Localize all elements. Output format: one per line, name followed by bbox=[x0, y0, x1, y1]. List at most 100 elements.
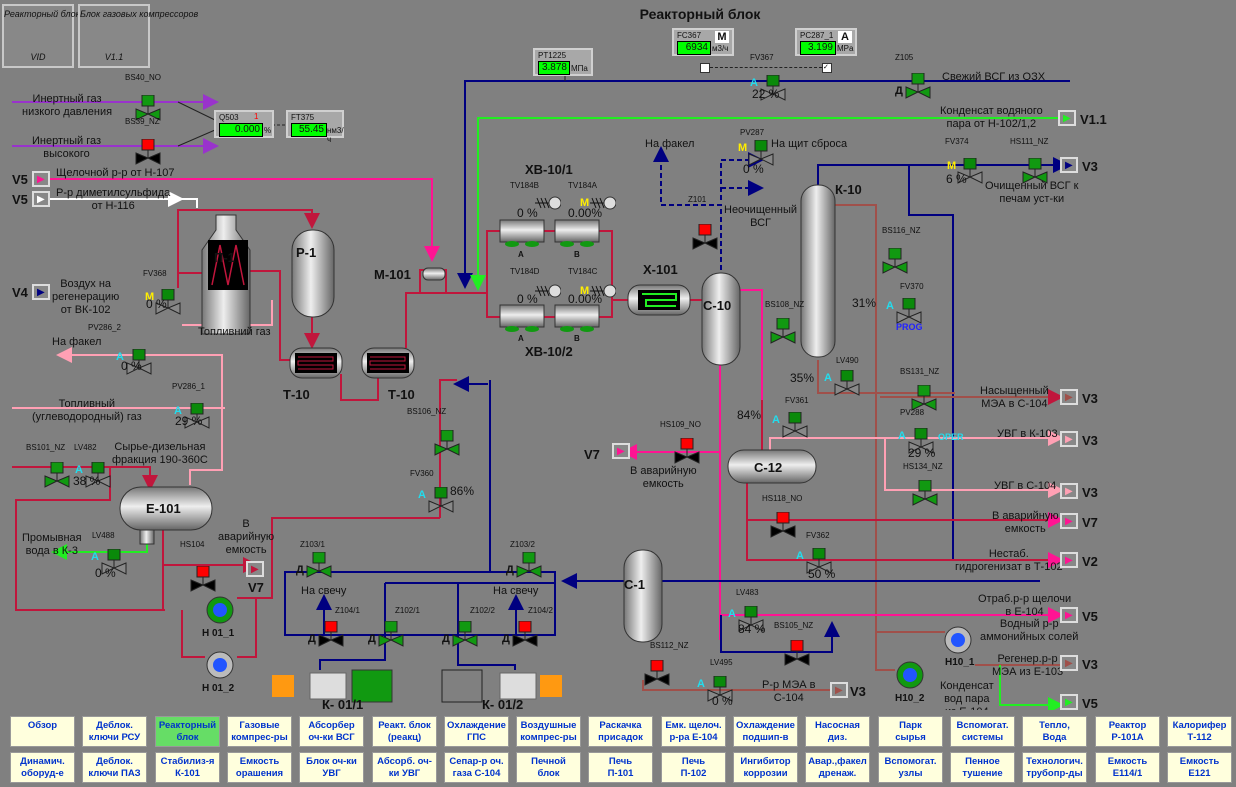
valve-fv374[interactable] bbox=[957, 157, 983, 186]
nav-button[interactable]: Реакт. блок (реакц) bbox=[372, 716, 437, 747]
link-button-v2[interactable]: ▶ bbox=[1060, 552, 1078, 568]
valve-pv288[interactable] bbox=[908, 427, 934, 456]
link-button-v3d[interactable]: ▶ bbox=[1060, 483, 1078, 499]
link-button-v3c[interactable]: ▶ bbox=[1060, 431, 1078, 447]
link-button-v7c[interactable]: ▶ bbox=[1060, 513, 1078, 529]
nav-button[interactable]: Печной блок bbox=[516, 752, 581, 783]
valve-z103-1[interactable] bbox=[306, 551, 332, 580]
valve-hs109[interactable] bbox=[674, 437, 700, 466]
nav-button[interactable]: Емкость орашения bbox=[227, 752, 292, 783]
valve-fv368[interactable] bbox=[155, 288, 181, 317]
valve-bs39[interactable] bbox=[135, 138, 161, 167]
link-button-v5b[interactable]: ▶ bbox=[32, 191, 50, 207]
valve-pv286-1[interactable] bbox=[184, 402, 210, 431]
nav-button[interactable]: Вспомогат. узлы bbox=[878, 752, 943, 783]
valve-hs134[interactable] bbox=[912, 479, 938, 508]
valve-lv495[interactable] bbox=[707, 675, 733, 704]
nav-button[interactable]: Деблок. ключи ПАЗ bbox=[82, 752, 147, 783]
nav-button[interactable]: Калорифер Т-112 bbox=[1167, 716, 1232, 747]
valve-lv482[interactable] bbox=[85, 461, 111, 490]
valve-z102-2[interactable] bbox=[452, 620, 478, 649]
link-button-v5a[interactable]: ▶ bbox=[32, 171, 50, 187]
valve-fv360[interactable] bbox=[428, 486, 454, 515]
valve-fv361[interactable] bbox=[782, 411, 808, 440]
link-button-v3b[interactable]: ▶ bbox=[1060, 389, 1078, 405]
valve-fv370[interactable] bbox=[896, 297, 922, 326]
link-button-v7b[interactable]: ▶ bbox=[612, 443, 630, 459]
valve-z103-2[interactable] bbox=[516, 551, 542, 580]
valve-pv287[interactable] bbox=[748, 139, 774, 168]
valve-bs112[interactable] bbox=[644, 659, 670, 688]
valve-fv367[interactable] bbox=[760, 74, 786, 103]
nav-button[interactable]: Емкость Е121 bbox=[1167, 752, 1232, 783]
nav-button[interactable]: Реакторный блок bbox=[155, 716, 220, 747]
nav-button[interactable]: Воздушные компрес-ры bbox=[516, 716, 581, 747]
valve-tv184b[interactable] bbox=[535, 195, 562, 223]
nav-button[interactable]: Охлаждение подшип-в bbox=[733, 716, 798, 747]
valve-z105[interactable] bbox=[905, 72, 931, 101]
nav-button[interactable]: Раскачка присадок bbox=[588, 716, 653, 747]
nav-button[interactable]: Насосная диз. bbox=[805, 716, 870, 747]
valve-z101[interactable] bbox=[692, 223, 718, 252]
valve-hs118[interactable] bbox=[770, 511, 796, 540]
nav-button[interactable]: Печь П-101 bbox=[588, 752, 653, 783]
link-button-v3f[interactable]: ▶ bbox=[830, 682, 848, 698]
valve-tv184a[interactable] bbox=[590, 195, 617, 223]
valve-fv362[interactable] bbox=[806, 547, 832, 576]
valve-hs111[interactable] bbox=[1022, 157, 1048, 186]
valve-bs108[interactable] bbox=[770, 317, 796, 346]
nav-button[interactable]: Стабилиз-я К-101 bbox=[155, 752, 220, 783]
nav-button[interactable]: Печь П-102 bbox=[661, 752, 726, 783]
valve-z104-1[interactable] bbox=[318, 620, 344, 649]
nav-button[interactable]: Динамич. оборуд-е bbox=[10, 752, 75, 783]
link-button-v11[interactable]: ▶ bbox=[1058, 110, 1076, 126]
nav-button[interactable]: Газовые компрес-ры bbox=[227, 716, 292, 747]
valve-bs106[interactable] bbox=[434, 429, 460, 458]
valve-lv483[interactable] bbox=[738, 605, 764, 634]
valve-bs116[interactable] bbox=[882, 247, 908, 276]
nav-button[interactable]: Пенное тушение bbox=[950, 752, 1015, 783]
nav-button[interactable]: Обзор bbox=[10, 716, 75, 747]
nav-button[interactable]: Технологич. трубопр-ды bbox=[1022, 752, 1087, 783]
nav-button[interactable]: Реактор Р-101А bbox=[1095, 716, 1160, 747]
valve-bs101[interactable] bbox=[44, 461, 70, 490]
nav-button[interactable]: Парк сырья bbox=[878, 716, 943, 747]
nav-button[interactable]: Блок оч-ки УВГ bbox=[299, 752, 364, 783]
nav-button[interactable]: Авар.,факел дренаж. bbox=[805, 752, 870, 783]
valve-lv488[interactable] bbox=[101, 548, 127, 577]
nav-button[interactable]: Охлаждение ГПС bbox=[444, 716, 509, 747]
valve-z102-1[interactable] bbox=[378, 620, 404, 649]
nav-button[interactable]: Ингибитор коррозии bbox=[733, 752, 798, 783]
nav-button[interactable]: Сепар-р оч. газа С-104 bbox=[444, 752, 509, 783]
valve-z104-2[interactable] bbox=[512, 620, 538, 649]
valve-tv184d[interactable] bbox=[535, 283, 562, 311]
nav-button[interactable]: Деблок. ключи РСУ bbox=[82, 716, 147, 747]
valve-pv286-2[interactable] bbox=[126, 348, 152, 377]
valve-lv490[interactable] bbox=[834, 369, 860, 398]
link-button-v5d[interactable]: ▶ bbox=[1060, 694, 1078, 710]
valve-bs131[interactable] bbox=[911, 384, 937, 413]
nav-button[interactable]: Емкость Е114/1 bbox=[1095, 752, 1160, 783]
link-button-v3a[interactable]: ▶ bbox=[1060, 157, 1078, 173]
nav-button[interactable]: Абсорбер оч-ки ВСГ bbox=[299, 716, 364, 747]
nav-button[interactable]: Емк. щелоч. р-ра Е-104 bbox=[661, 716, 726, 747]
valve-hs104[interactable] bbox=[190, 565, 216, 594]
checkbox-fc367[interactable] bbox=[700, 63, 710, 73]
checkbox-pc287[interactable]: ✓ bbox=[822, 63, 832, 73]
nav-button[interactable]: Абсорб. оч- ки УВГ bbox=[372, 752, 437, 783]
valve-bs40[interactable] bbox=[135, 94, 161, 123]
link-button-v4[interactable]: ▶ bbox=[32, 284, 50, 300]
link-button-v5c[interactable]: ▶ bbox=[1060, 607, 1078, 623]
link-button-v3e[interactable]: ▶ bbox=[1060, 655, 1078, 671]
link-button-v7a[interactable]: ▶ bbox=[246, 561, 264, 577]
nav-button[interactable]: Вспомогат. системы bbox=[950, 716, 1015, 747]
nav-button[interactable]: Тепло, Вода bbox=[1022, 716, 1087, 747]
valve-bs105[interactable] bbox=[784, 639, 810, 668]
